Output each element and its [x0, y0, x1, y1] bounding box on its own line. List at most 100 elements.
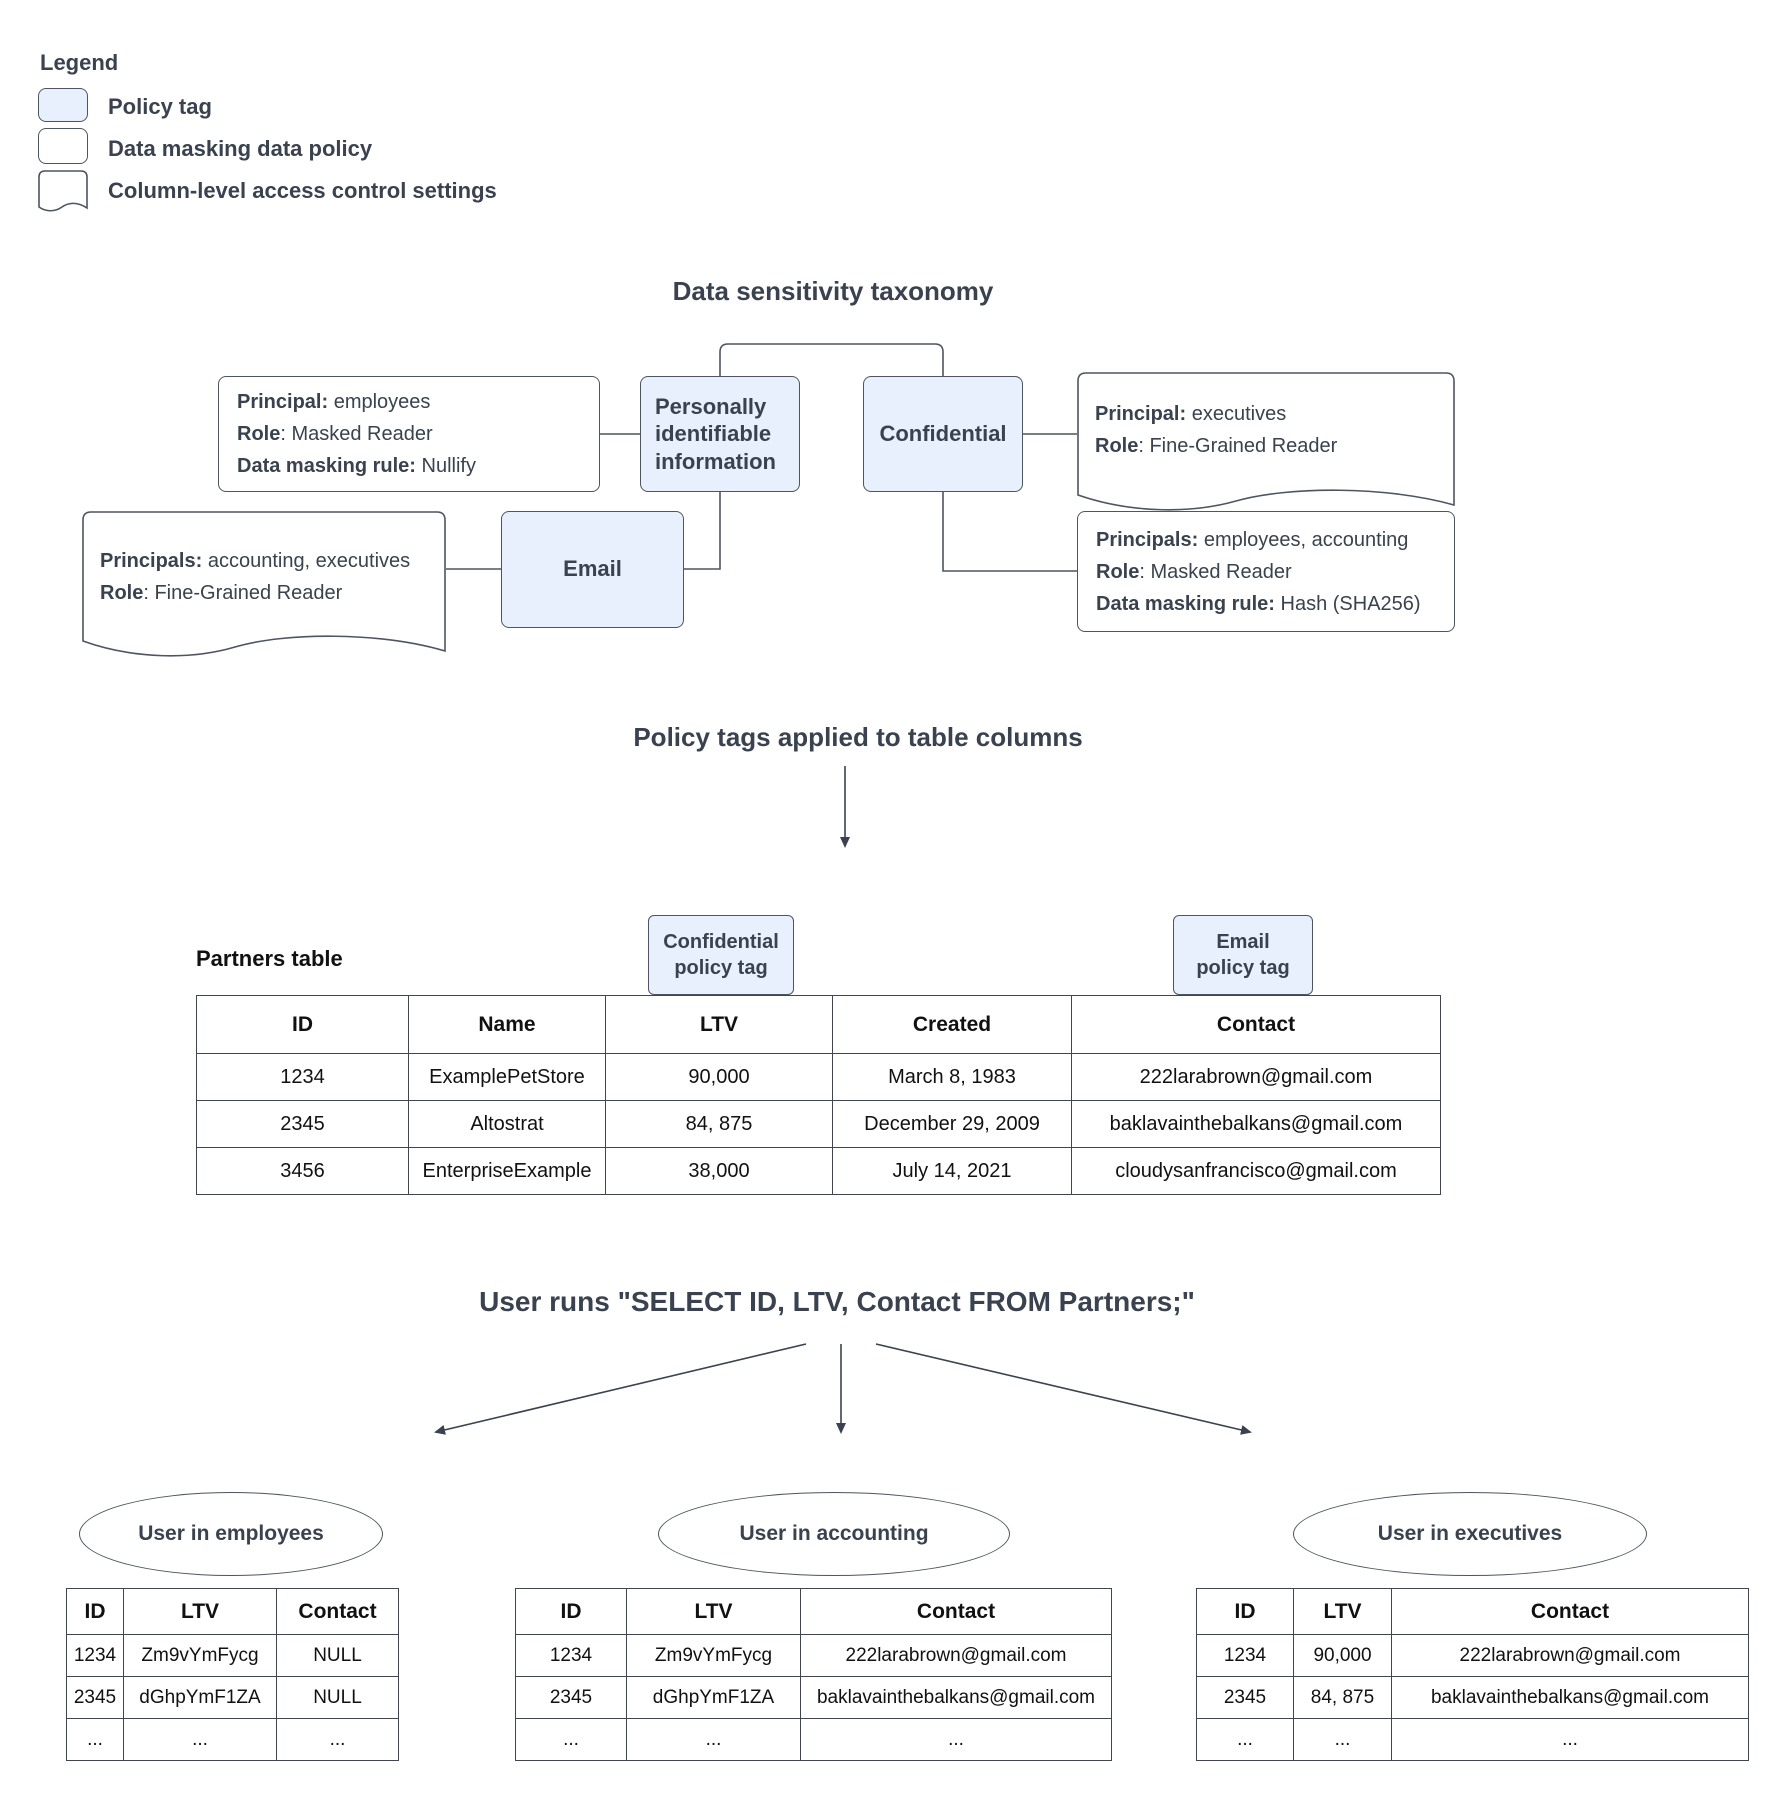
confidential-policy-tag-node: Confidential	[863, 376, 1023, 492]
table-header-row: ID LTV Contact	[66, 1588, 399, 1635]
table-cell: baklavainthebalkans@gmail.com	[1391, 1676, 1749, 1719]
table-cell: December 29, 2009	[832, 1100, 1072, 1148]
table-cell: Zm9vYmFycg	[626, 1634, 801, 1677]
column-header: Created	[832, 995, 1072, 1054]
table-cell: ...	[123, 1718, 277, 1761]
table-row: ... ... ...	[1196, 1718, 1749, 1761]
email-policy-tag-node: Email	[501, 511, 684, 628]
table-cell: 3456	[196, 1147, 409, 1195]
table-header-row: ID LTV Contact	[515, 1588, 1112, 1635]
table-row: 3456 EnterpriseExample 38,000 July 14, 2…	[196, 1147, 1441, 1195]
table-cell: July 14, 2021	[832, 1147, 1072, 1195]
confidential-access-control-box: Principal: executives Role: Fine-Grained…	[1077, 372, 1455, 514]
policy-line: Role: Masked Reader	[1096, 560, 1292, 583]
table-cell: ExamplePetStore	[408, 1053, 606, 1101]
table-cell: ...	[1293, 1718, 1392, 1761]
policy-section-title: Policy tags applied to table columns	[633, 722, 1083, 752]
table-cell: 38,000	[605, 1147, 833, 1195]
table-cell: NULL	[276, 1634, 399, 1677]
table-cell: Altostrat	[408, 1100, 606, 1148]
table-row: 2345 dGhpYmF1ZA baklavainthebalkans@gmai…	[515, 1676, 1112, 1719]
query-section-title: User runs "SELECT ID, LTV, Contact FROM …	[479, 1286, 1195, 1317]
table-cell: ...	[276, 1718, 399, 1761]
tag-line: policy tag	[1196, 957, 1290, 979]
policy-line: Role: Fine-Grained Reader	[100, 582, 343, 604]
table-header-row: ID LTV Contact	[1196, 1588, 1749, 1635]
connector-pii-email	[684, 492, 721, 570]
table-cell: 222larabrown@gmail.com	[1391, 1634, 1749, 1677]
confidential-policy-tag: Confidential policy tag	[648, 915, 794, 995]
policy-line: Data masking rule: Nullify	[237, 455, 476, 477]
column-header: Contact	[1391, 1588, 1749, 1635]
data-masking-swatch	[38, 128, 88, 164]
employees-result-table: ID LTV Contact 1234 Zm9vYmFycg NULL 2345…	[66, 1588, 399, 1761]
table-cell: 1234	[515, 1634, 627, 1677]
tag-line: Confidential	[663, 931, 779, 953]
column-header: LTV	[626, 1588, 801, 1635]
table-row: 2345 Altostrat 84, 875 December 29, 2009…	[196, 1100, 1441, 1148]
table-cell: 84, 875	[605, 1100, 833, 1148]
table-row: ... ... ...	[66, 1718, 399, 1761]
column-header: LTV	[1293, 1588, 1392, 1635]
table-cell: dGhpYmF1ZA	[626, 1676, 801, 1719]
table-row: ... ... ...	[515, 1718, 1112, 1761]
pii-masking-policy-box: Principal: employees Role: Masked Reader…	[218, 376, 600, 492]
user-executives-ellipse: User in executives	[1293, 1492, 1647, 1576]
table-cell: 2345	[66, 1676, 124, 1719]
column-header: LTV	[123, 1588, 277, 1635]
policy-line: Principal: employees	[237, 391, 431, 413]
column-header: ID	[196, 995, 409, 1054]
email-access-control-box: Principals: accounting, executives Role:…	[82, 511, 446, 661]
table-cell: baklavainthebalkans@gmail.com	[800, 1676, 1112, 1719]
column-header: Contact	[276, 1588, 399, 1635]
table-cell: 90,000	[1293, 1634, 1392, 1677]
policy-line: Principals: employees, accounting	[1096, 528, 1409, 551]
column-header: Contact	[1071, 995, 1441, 1054]
pii-policy-tag-node: Personally identifiable information	[640, 376, 800, 492]
confidential-masking-policy-box: Principals: employees, accounting Role: …	[1077, 511, 1455, 632]
policy-line: Principal: executives	[1095, 403, 1287, 425]
connector-confidential-masking	[942, 492, 1077, 572]
access-control-swatch	[38, 170, 88, 214]
partners-table: ID Name LTV Created Contact 1234 Example…	[196, 995, 1441, 1195]
accounting-result-table: ID LTV Contact 1234 Zm9vYmFycg 222larabr…	[515, 1588, 1112, 1761]
table-cell: baklavainthebalkans@gmail.com	[1071, 1100, 1441, 1148]
table-row: 1234 Zm9vYmFycg NULL	[66, 1634, 399, 1677]
tree-root-bracket	[719, 343, 944, 376]
legend-title: Legend	[40, 50, 119, 75]
table-cell: ...	[515, 1718, 627, 1761]
table-cell: 222larabrown@gmail.com	[800, 1634, 1112, 1677]
table-cell: March 8, 1983	[832, 1053, 1072, 1101]
table-cell: 2345	[1196, 1676, 1294, 1719]
table-cell: cloudysanfrancisco@gmail.com	[1071, 1147, 1441, 1195]
user-accounting-ellipse: User in accounting	[658, 1492, 1010, 1576]
legend-item-label: Data masking data policy	[108, 136, 373, 161]
executives-result-table: ID LTV Contact 1234 90,000 222larabrown@…	[1196, 1588, 1749, 1761]
table-row: 2345 dGhpYmF1ZA NULL	[66, 1676, 399, 1719]
table-cell: 2345	[196, 1100, 409, 1148]
policy-line: Role: Masked Reader	[237, 423, 433, 445]
table-row: 2345 84, 875 baklavainthebalkans@gmail.c…	[1196, 1676, 1749, 1719]
table-cell: 90,000	[605, 1053, 833, 1101]
policy-line: Principals: accounting, executives	[100, 550, 411, 572]
tag-line: policy tag	[674, 957, 768, 979]
legend-item-label: Column-level access control settings	[108, 178, 497, 203]
policy-tag-swatch	[38, 88, 88, 122]
table-cell: 2345	[515, 1676, 627, 1719]
table-cell: Zm9vYmFycg	[123, 1634, 277, 1677]
table-cell: 1234	[66, 1634, 124, 1677]
legend-item-label: Policy tag	[108, 94, 212, 119]
column-header: ID	[515, 1588, 627, 1635]
column-header: Contact	[800, 1588, 1112, 1635]
table-cell: dGhpYmF1ZA	[123, 1676, 277, 1719]
table-header-row: ID Name LTV Created Contact	[196, 995, 1441, 1054]
table-cell: EnterpriseExample	[408, 1147, 606, 1195]
column-header: LTV	[605, 995, 833, 1054]
column-header: ID	[66, 1588, 124, 1635]
taxonomy-title: Data sensitivity taxonomy	[672, 276, 994, 306]
table-row: 1234 90,000 222larabrown@gmail.com	[1196, 1634, 1749, 1677]
table-cell: NULL	[276, 1676, 399, 1719]
table-cell: ...	[1196, 1718, 1294, 1761]
